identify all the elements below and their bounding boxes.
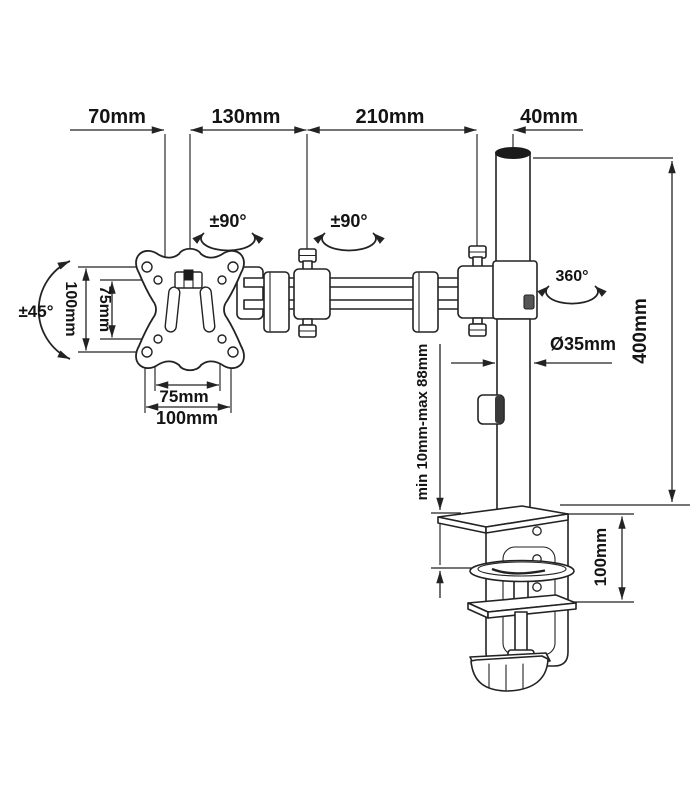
label-40mm: 40mm — [520, 106, 578, 128]
vesa-hole-inner — [217, 334, 227, 344]
label-130mm: 130mm — [212, 106, 281, 128]
pole-collar-latch — [523, 294, 535, 310]
dimension-labels: 70mm 130mm 210mm 40mm ±90° ±90° 360° ±45… — [18, 106, 651, 586]
vesa-hole-inner — [153, 275, 163, 285]
label-pole-rotation: 360° — [555, 268, 588, 285]
label-vesa-width-75: 75mm — [159, 387, 208, 406]
clamp-screw-rod — [514, 611, 528, 655]
pole-collar — [492, 260, 538, 320]
pole-cable-clip-shade — [495, 395, 504, 424]
desk-plate-edge — [485, 513, 569, 534]
elbow-nut-shaft — [302, 318, 313, 326]
label-vesa-height-75: 75mm — [96, 286, 113, 332]
clamp-pad-slot — [491, 567, 546, 575]
label-pole-height: 400mm — [630, 298, 651, 364]
label-side-tilt: ±45° — [18, 302, 53, 321]
clamp-pad-rim — [477, 561, 567, 577]
label-clamp-height: 100mm — [591, 528, 610, 587]
side-tilt-arc — [37, 260, 71, 360]
vesa-hole-outer — [141, 346, 153, 358]
label-elbow-swivel: ±90° — [330, 211, 367, 231]
pole-joint-nut-shaft — [472, 317, 483, 325]
label-vesa-height-100: 100mm — [62, 281, 79, 336]
clamp-bracket-hole — [532, 526, 542, 536]
clamp-pad — [469, 559, 575, 583]
label-vesa-tilt: ±90° — [209, 211, 246, 231]
pole-top-cap — [495, 147, 531, 159]
label-vesa-width-100: 100mm — [156, 408, 218, 428]
vesa-slot-right — [199, 286, 216, 333]
cable-clip — [412, 271, 439, 333]
vesa-hole-inner — [217, 275, 227, 285]
vesa-plate — [135, 247, 245, 372]
clamp-knob — [470, 655, 549, 692]
vesa-latch-tab — [183, 269, 194, 281]
label-210mm: 210mm — [356, 106, 425, 128]
label-70mm: 70mm — [88, 106, 146, 128]
pole-upper — [495, 151, 531, 265]
vesa-hole-outer — [227, 346, 239, 358]
clamp-flange-edge — [487, 602, 577, 619]
cable-clip — [263, 271, 290, 333]
vesa-hole-inner — [153, 334, 163, 344]
label-desk-thickness-range: min 10mm-max 88mm — [414, 344, 431, 501]
label-pole-diameter: Ø35mm — [550, 334, 616, 354]
tilt-rotation-arc — [192, 232, 264, 252]
vesa-hole-outer — [227, 261, 239, 273]
elbow-bracket — [293, 268, 331, 320]
monitor-arm-drawing — [135, 147, 577, 692]
swivel-rotation-arc — [313, 232, 385, 252]
vesa-hole-outer — [141, 261, 153, 273]
pole-rotation-arc — [537, 285, 607, 305]
clamp-bracket-hole — [532, 582, 542, 592]
